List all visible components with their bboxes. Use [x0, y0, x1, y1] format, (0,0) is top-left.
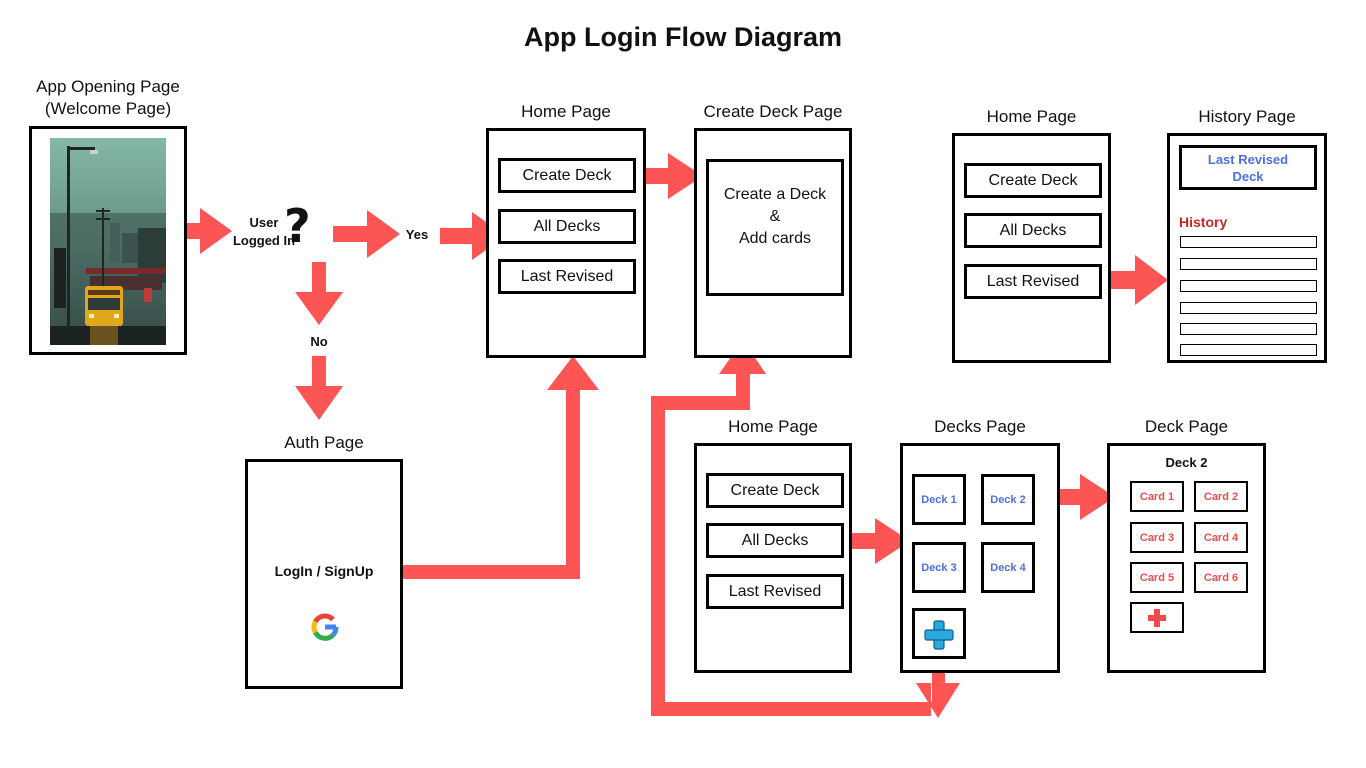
home-decks-all-decks-button[interactable]: All Decks — [706, 523, 844, 558]
arrow-deck2-to-deckpage — [1032, 474, 1115, 520]
decision-label-line1: User — [249, 215, 279, 230]
card-item[interactable]: Card 2 — [1194, 481, 1248, 512]
history-row[interactable] — [1180, 258, 1317, 270]
deck-item[interactable]: Deck 3 — [912, 542, 966, 593]
home-history-all-decks-button[interactable]: All Decks — [964, 213, 1102, 248]
home-decks-last-revised-button[interactable]: Last Revised — [706, 574, 844, 609]
diagram-title: App Login Flow Diagram — [524, 22, 842, 52]
arrow-alldecks-to-decks — [842, 518, 910, 564]
add-deck-button[interactable] — [912, 608, 966, 659]
arrow-lastrevised-to-history — [1102, 255, 1168, 305]
home-main-label: Home Page — [521, 102, 611, 121]
last-revised-deck-card[interactable]: Last Revised Deck — [1179, 145, 1317, 190]
google-icon[interactable] — [308, 610, 342, 644]
arrow-no-to-auth — [295, 356, 343, 420]
no-label: No — [310, 334, 328, 349]
home-history-frame: Create Deck All Decks Last Revised — [952, 133, 1111, 363]
home-main-create-deck-button[interactable]: Create Deck — [498, 158, 636, 193]
history-row[interactable] — [1180, 302, 1317, 314]
home-main-all-decks-button[interactable]: All Decks — [498, 209, 636, 244]
login-signup-button[interactable]: LogIn / SignUp — [274, 563, 374, 579]
arrow-createdeck-to-page — [636, 153, 703, 199]
deck-item[interactable]: Deck 1 — [912, 474, 966, 525]
home-main-frame: Create Deck All Decks Last Revised — [486, 128, 646, 358]
auth-label: Auth Page — [284, 433, 364, 452]
card-item[interactable]: Card 1 — [1130, 481, 1184, 512]
deck-item[interactable]: Deck 2 — [981, 474, 1035, 525]
arrow-decision-to-yes — [333, 210, 400, 258]
home-decks-frame: Create Deck All Decks Last Revised — [694, 443, 852, 673]
home-decks-label: Home Page — [728, 417, 818, 436]
history-row[interactable] — [1180, 344, 1317, 356]
welcome-frame — [29, 126, 187, 355]
yes-label: Yes — [405, 227, 429, 242]
card-item[interactable]: Card 6 — [1194, 562, 1248, 593]
last-revised-deck-line1: Last Revised — [1207, 152, 1289, 167]
create-deck-line1: Create a Deck — [723, 186, 827, 203]
history-label: History Page — [1198, 107, 1296, 126]
home-decks-create-deck-button[interactable]: Create Deck — [706, 473, 844, 508]
arrow-decision-to-no — [295, 262, 343, 325]
last-revised-deck-line2: Deck — [1232, 169, 1264, 184]
home-history-create-deck-button[interactable]: Create Deck — [964, 163, 1102, 198]
arrow-auth-to-home — [403, 356, 599, 579]
arrow-yes-to-home — [440, 212, 506, 260]
decks-label: Decks Page — [934, 417, 1026, 436]
history-row[interactable] — [1180, 280, 1317, 292]
history-heading: History — [1179, 214, 1228, 230]
create-deck-line2: & — [769, 208, 781, 225]
welcome-label: App Opening Page (Welcome Page) — [20, 76, 196, 120]
history-row[interactable] — [1180, 323, 1317, 335]
create-deck-frame: Create a Deck & Add cards — [694, 128, 852, 358]
home-history-label: Home Page — [986, 107, 1077, 126]
deck-item[interactable]: Deck 4 — [981, 542, 1035, 593]
welcome-label-line2: (Welcome Page) — [44, 99, 172, 118]
card-item[interactable]: Card 4 — [1194, 522, 1248, 553]
decks-frame: Deck 1 Deck 2 Deck 3 Deck 4 — [900, 443, 1060, 673]
plus-icon — [1148, 609, 1166, 627]
arrow-welcome-to-decision — [167, 208, 232, 254]
history-frame: Last Revised Deck History — [1167, 133, 1327, 363]
card-item[interactable]: Card 5 — [1130, 562, 1184, 593]
deck-page-frame: Deck 2 Card 1 Card 2 Card 3 Card 4 Card … — [1107, 443, 1266, 673]
question-mark-icon: ? — [284, 199, 311, 253]
decision-label-line2: Logged In — [232, 233, 296, 248]
plus-icon — [924, 620, 954, 650]
decision-label: User Logged In — [226, 214, 302, 250]
history-row[interactable] — [1180, 236, 1317, 248]
deck-page-label: Deck Page — [1144, 417, 1229, 436]
create-deck-line3: Add cards — [738, 230, 812, 247]
auth-frame: LogIn / SignUp — [245, 459, 403, 689]
create-deck-panel[interactable]: Create a Deck & Add cards — [706, 159, 844, 296]
welcome-label-line1: App Opening Page — [36, 77, 180, 96]
welcome-illustration — [50, 138, 166, 345]
create-deck-label: Create Deck Page — [703, 102, 843, 121]
card-item[interactable]: Card 3 — [1130, 522, 1184, 553]
home-main-last-revised-button[interactable]: Last Revised — [498, 259, 636, 294]
home-history-last-revised-button[interactable]: Last Revised — [964, 264, 1102, 299]
add-card-button[interactable] — [1130, 602, 1184, 633]
deck-title: Deck 2 — [1165, 455, 1208, 470]
